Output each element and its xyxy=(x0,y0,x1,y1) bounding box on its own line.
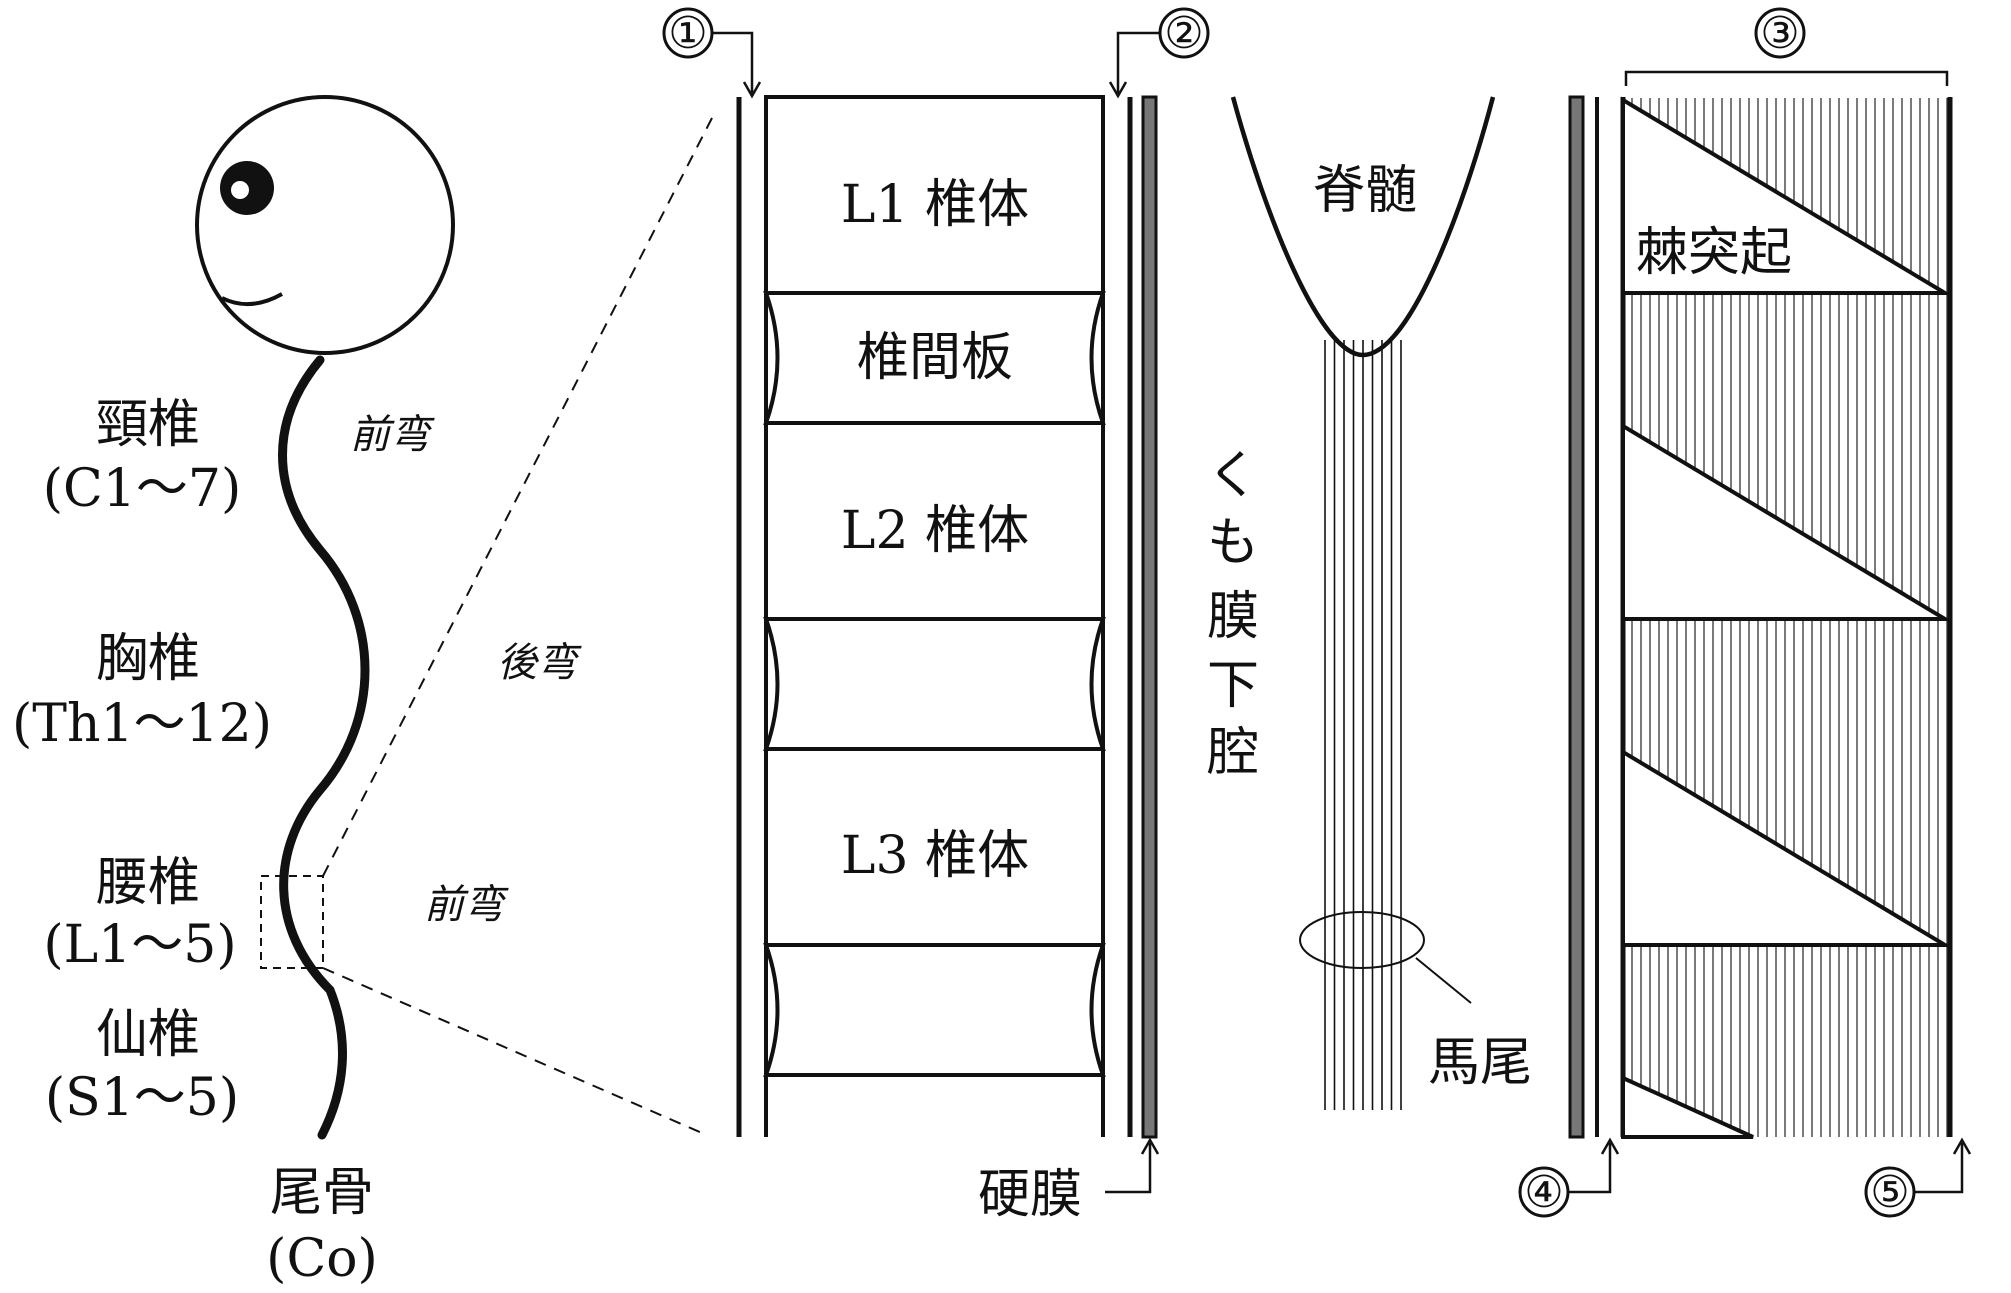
dura-label: 硬膜 xyxy=(978,1165,1082,1225)
subarachnoid-char-4: 下 xyxy=(1207,656,1259,716)
marker-5-arrowhead xyxy=(1952,1137,1972,1155)
cauda-equina-highlight xyxy=(1299,911,1425,969)
marker-4-arrowhead xyxy=(1600,1137,1620,1155)
marker-3: ③ xyxy=(1760,8,1799,59)
lumbar-zoom-box xyxy=(260,875,324,969)
marker-5-pointer xyxy=(1914,1143,1964,1194)
vertebra-l1 xyxy=(764,95,1105,295)
cervical-label: 頸椎 xyxy=(96,395,200,455)
curve-label-thoracic: 後弯 xyxy=(497,640,582,686)
marker-4: ④ xyxy=(1524,1167,1563,1218)
vertebra-l2-label: L2 椎体 xyxy=(841,501,1029,561)
marker-2-arrowhead xyxy=(1108,81,1128,99)
curve-label-cervical: 前弯 xyxy=(350,412,435,458)
spinous-process-4 xyxy=(1621,1074,1754,1139)
marker-2: ② xyxy=(1164,8,1203,59)
subarachnoid-char-5: 腔 xyxy=(1207,723,1259,783)
eye-highlight xyxy=(231,181,249,199)
disc-2 xyxy=(763,617,1106,751)
coccyx-range: (Co) xyxy=(266,1229,378,1289)
spinous-process-2 xyxy=(1621,422,1953,621)
dura-strip xyxy=(1141,95,1158,1139)
spinous-process-group: 棘突起 ③ ④ ⑤ xyxy=(1518,7,1972,1218)
spine-curve xyxy=(278,355,370,1140)
vertebra-l3 xyxy=(764,747,1105,947)
marker-3-bracket xyxy=(1624,70,1949,86)
subarachnoid-char-2: も xyxy=(1207,513,1259,573)
spinal-cord-conus xyxy=(1230,96,1496,358)
marker-2-pointer xyxy=(1116,31,1160,93)
sacral-range: (S1〜5) xyxy=(45,1068,239,1128)
cervical-range: (C1〜7) xyxy=(43,459,242,519)
marker-1-arrowhead xyxy=(742,81,762,99)
curve-label-lumbar: 前弯 xyxy=(424,882,509,928)
dura-strip-right xyxy=(1568,95,1585,1139)
subarachnoid-char-3: 膜 xyxy=(1207,587,1259,647)
vertebra-l1-label: L1 椎体 xyxy=(841,175,1029,235)
lumbar-column: L1 椎体 椎間板 L2 椎体 L3 椎体 ① ② 硬膜 く も 膜 下 腔 xyxy=(662,7,1259,1225)
lumbar-range: (L1〜5) xyxy=(43,915,236,975)
disc-label: 椎間板 xyxy=(857,328,1013,388)
mouth xyxy=(221,292,283,307)
spinal-cord-group: 脊髄 馬尾 xyxy=(1230,96,1532,1110)
spinal-cord-label: 脊髄 xyxy=(1313,161,1417,221)
coccyx-label: 尾骨 xyxy=(270,1163,374,1223)
marker-4-pointer xyxy=(1568,1143,1612,1194)
thoracic-range: (Th1〜12) xyxy=(12,694,272,754)
spine-figure: 頸椎 (C1〜7) 胸椎 (Th1〜12) 腰椎 (L1〜5) 仙椎 (S1〜5… xyxy=(12,95,713,1289)
head-circle xyxy=(195,95,455,355)
spinous-process-label: 棘突起 xyxy=(1636,223,1792,283)
marker-3-circle xyxy=(1754,7,1806,59)
zoom-line-bottom xyxy=(322,967,703,1134)
zoom-line-top xyxy=(322,117,713,877)
dura-pointer xyxy=(1105,1143,1152,1194)
spinous-process-1 xyxy=(1621,96,1953,295)
cauda-equina-label: 馬尾 xyxy=(1428,1033,1532,1093)
marker-5: ⑤ xyxy=(1870,1167,1909,1218)
disc-3 xyxy=(763,943,1106,1077)
cauda-equina-fibers xyxy=(1324,340,1402,1110)
vertebra-l3-label: L3 椎体 xyxy=(841,826,1029,886)
subarachnoid-char-1: く xyxy=(1207,446,1259,506)
lumbar-label: 腰椎 xyxy=(96,853,200,913)
vertebra-l2 xyxy=(764,421,1105,621)
thoracic-label: 胸椎 xyxy=(96,629,200,689)
dura-arrowhead xyxy=(1140,1137,1160,1155)
marker-1: ① xyxy=(668,8,707,59)
sacral-label: 仙椎 xyxy=(96,1005,200,1065)
cauda-equina-pointer xyxy=(1415,957,1472,1004)
marker-1-pointer xyxy=(712,31,754,93)
spinous-process-3 xyxy=(1621,748,1953,947)
